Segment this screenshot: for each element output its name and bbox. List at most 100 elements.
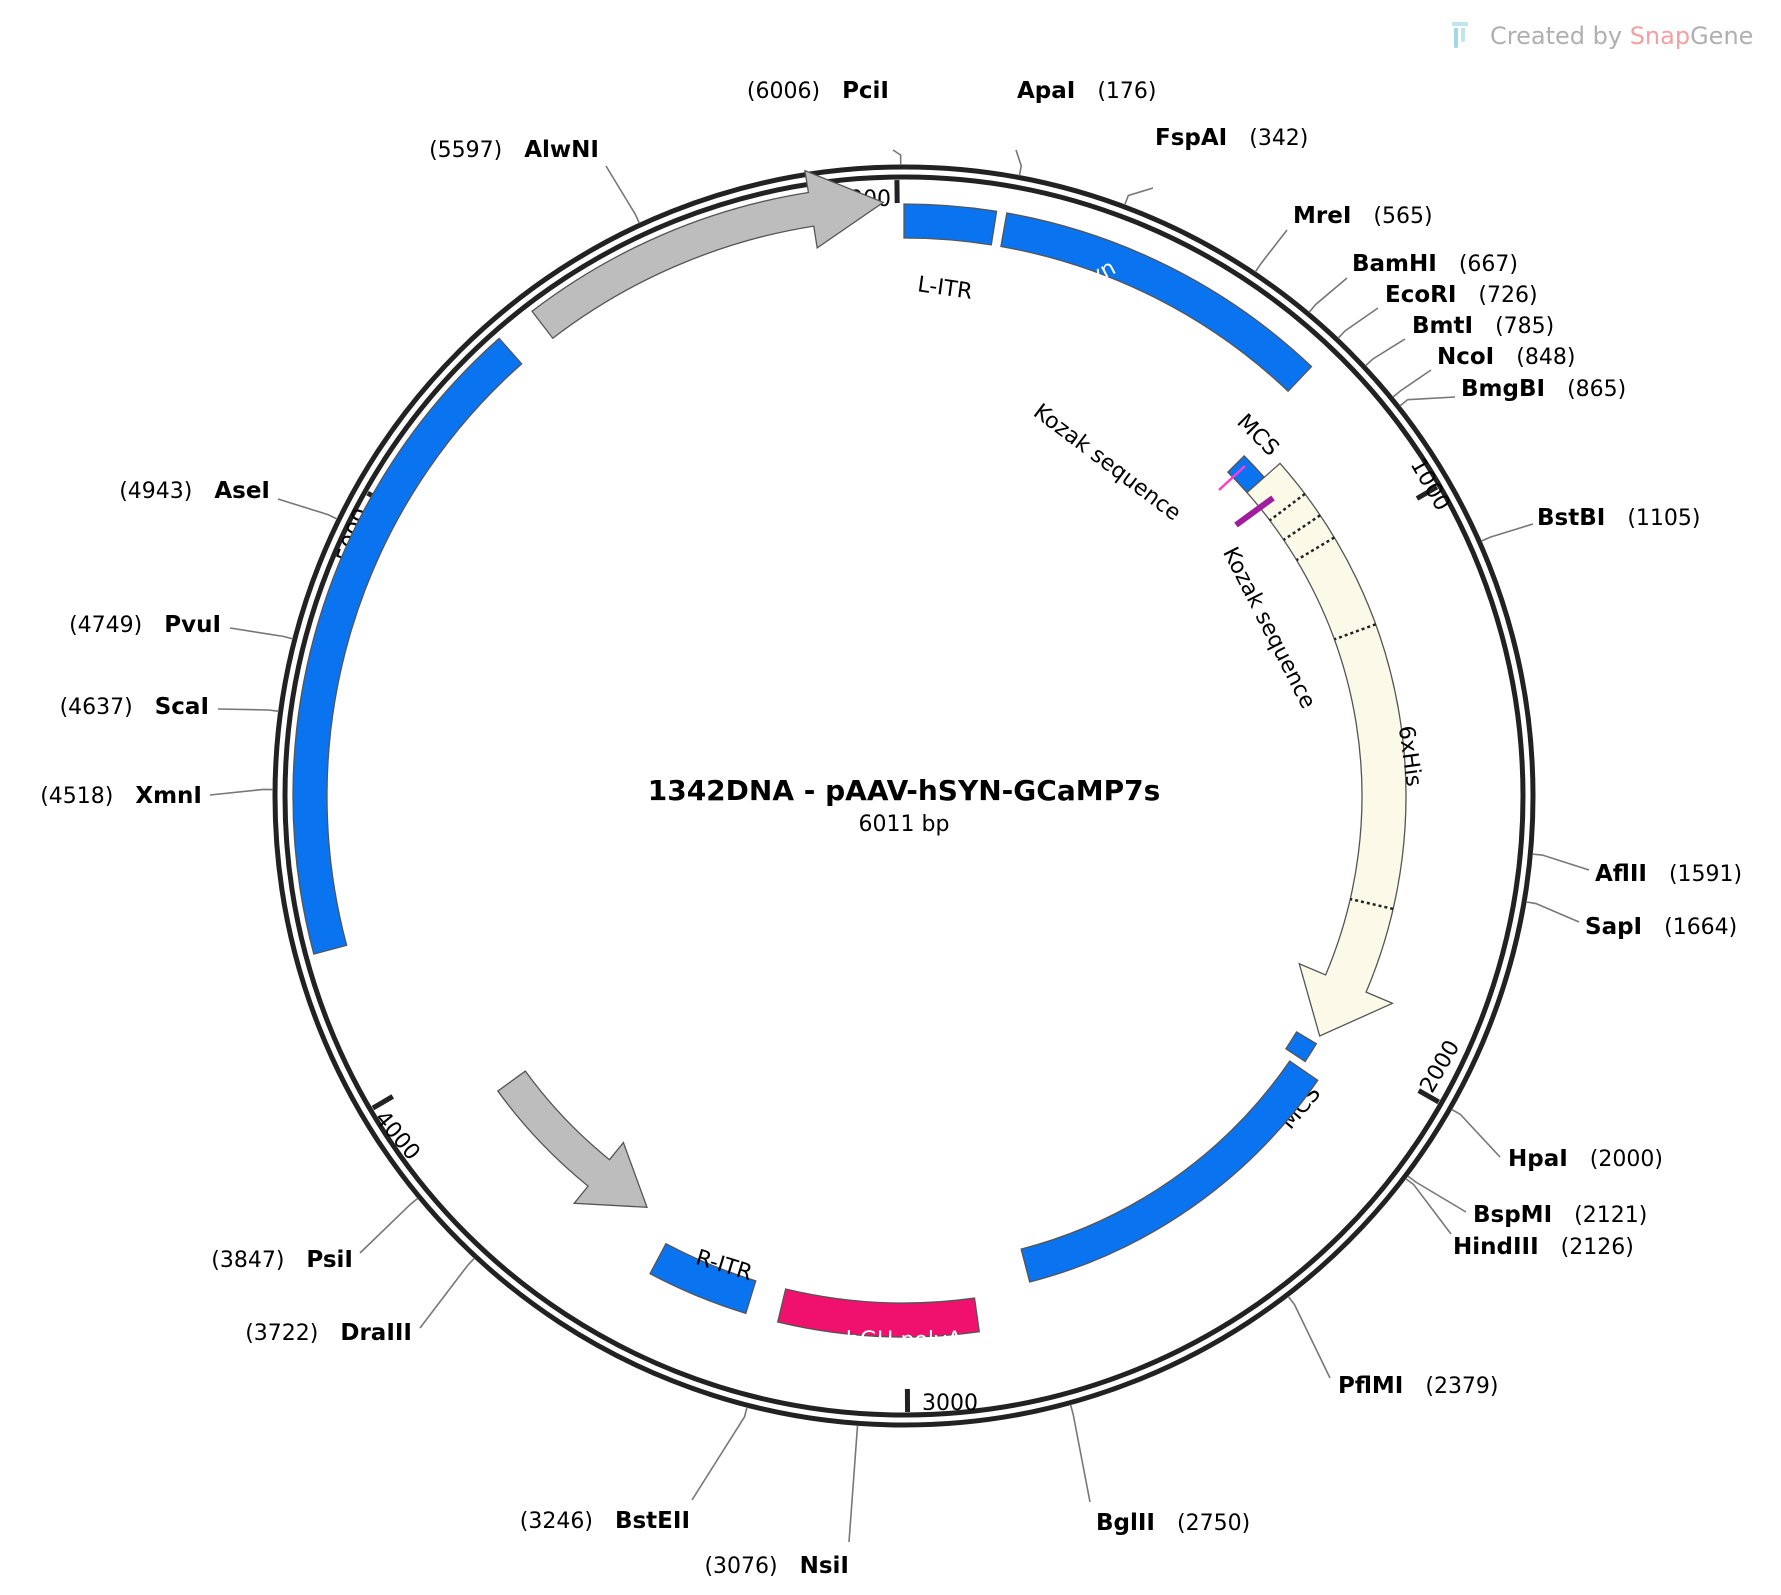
site-name: HpaI (1508, 1146, 1568, 1172)
site-leader-line (691, 1406, 748, 1501)
site-asei: (4943) AseI (119, 478, 338, 520)
site-position: (4943) (119, 479, 192, 504)
site-leader-line (229, 627, 294, 640)
site-leader-line (419, 1257, 475, 1329)
kozak-sequence-1: Kozak sequence (1028, 399, 1246, 526)
site-label: SapI (1664) (1585, 914, 1737, 940)
site-name: SapI (1585, 914, 1642, 940)
scale-tick-label: 1000 (1405, 454, 1455, 515)
site-nsii: (3076) NsiI (704, 1425, 859, 1579)
feature-divider (1349, 897, 1394, 911)
site-label: (3076) NsiI (704, 1553, 849, 1579)
feature-ampr: AmpR (292, 337, 523, 955)
site-leader-line (1399, 396, 1456, 407)
site-label: BamHI (667) (1352, 251, 1518, 277)
site-position: (4749) (69, 613, 142, 638)
site-leader-line (1287, 1295, 1331, 1379)
site-leader-line (1308, 277, 1348, 313)
site-label: (5597) AlwNI (429, 137, 599, 163)
site-bstbi: BstBI (1105) (1480, 505, 1700, 542)
feature-divider (1295, 536, 1335, 562)
kozak-label: Kozak sequence (1028, 399, 1185, 526)
watermark-prefix: Created by (1490, 22, 1630, 50)
plasmid-name: 1342DNA - pAAV-hSYN-GCaMP7s (648, 774, 1161, 807)
site-label: (3847) PsiI (211, 1247, 353, 1273)
site-label: (4518) XmnI (40, 783, 202, 809)
site-label: (3246) BstEII (520, 1508, 690, 1534)
site-leader-line (1480, 523, 1534, 542)
feature-divider (1333, 623, 1377, 641)
feature-wpre: WPRE (1020, 1060, 1319, 1283)
site-leader-line (1365, 338, 1406, 367)
site-name: PsiI (306, 1247, 353, 1273)
feature-shape (496, 1070, 648, 1209)
scale-tick-label: 3000 (922, 1391, 978, 1416)
site-leader-line (1405, 1177, 1452, 1235)
kozak-mark (1234, 495, 1275, 528)
site-label: (4637) ScaI (60, 694, 209, 720)
site-ncoi: NcoI (848) (1392, 344, 1575, 398)
feature-shape (903, 203, 998, 246)
site-pcii: (6006) PciI (747, 78, 902, 166)
site-scai: (4637) ScaI (60, 694, 279, 720)
site-name: FspAI (1155, 125, 1227, 151)
feature-shape (1246, 462, 1407, 1037)
site-position: (3246) (520, 1509, 593, 1534)
site-aflii: AflII (1591) (1532, 853, 1742, 887)
scale-tick-label: 2000 (1416, 1036, 1466, 1097)
site-label: BmtI (785) (1412, 313, 1554, 339)
feature-label: L-ITR (916, 272, 974, 304)
site-leader-line (1337, 307, 1379, 339)
watermark-brand-a: Snap (1630, 22, 1690, 50)
site-apai: ApaI (176) (1015, 78, 1157, 176)
site-position: (3847) (211, 1248, 284, 1273)
snapgene-logo-icon (1452, 22, 1468, 49)
feature-divider (1283, 514, 1321, 541)
site-name: BspMI (1473, 1202, 1552, 1228)
site-label: FspAI (342) (1155, 125, 1308, 151)
feature-label: MCS (1232, 409, 1284, 461)
feature-hgh: hGH polyA (776, 1288, 981, 1353)
site-label: (6006) PciI (747, 78, 889, 104)
site-hindiii: HindIII (2126) (1405, 1177, 1634, 1260)
feature-label: hGH polyA (846, 1328, 962, 1353)
site-bmgbi: BmgBI (865) (1399, 376, 1626, 407)
site-sapi: SapI (1664) (1525, 901, 1737, 940)
site-leader-line (1124, 187, 1154, 206)
site-label: (4943) AseI (119, 478, 270, 504)
site-leader-line (1015, 149, 1023, 176)
site-position: (565) (1373, 204, 1432, 229)
site-label: BmgBI (865) (1461, 376, 1626, 402)
scale-tick (371, 1094, 395, 1111)
kozak-mark (1218, 465, 1246, 491)
site-name: AseI (214, 478, 270, 504)
feature-hsyn: hSyn (1000, 212, 1313, 393)
site-fspai: FspAI (342) (1124, 125, 1308, 206)
scale-tick-label: 4000 (369, 1106, 424, 1165)
site-draiii: (3722) DraIII (245, 1257, 475, 1346)
scale-tick (1415, 484, 1439, 501)
site-name: BstEII (615, 1508, 690, 1534)
site-name: DraIII (340, 1320, 412, 1346)
site-position: (342) (1249, 126, 1308, 151)
watermark-brand-b: Gene (1690, 22, 1753, 50)
site-bspmi: BspMI (2121) (1407, 1175, 1647, 1228)
site-pflmi: PflMI (2379) (1287, 1295, 1499, 1399)
site-ecori: EcoRI (726) (1337, 282, 1538, 339)
feature-shape (292, 337, 523, 955)
feature-shape (776, 1288, 981, 1338)
site-name: PflMI (1338, 1373, 1403, 1399)
site-position: (848) (1516, 345, 1575, 370)
site-name: BmgBI (1461, 376, 1545, 402)
site-position: (4518) (40, 784, 113, 809)
site-name: ApaI (1017, 78, 1075, 104)
feature-gcamp: 6xHis (1246, 462, 1426, 1037)
site-label: (4749) PvuI (69, 612, 221, 638)
site-pvui: (4749) PvuI (69, 612, 294, 640)
site-position: (3722) (245, 1321, 318, 1346)
site-position: (2126) (1561, 1235, 1634, 1260)
site-bsteii: (3246) BstEII (520, 1406, 748, 1534)
site-leader-line (605, 165, 641, 224)
